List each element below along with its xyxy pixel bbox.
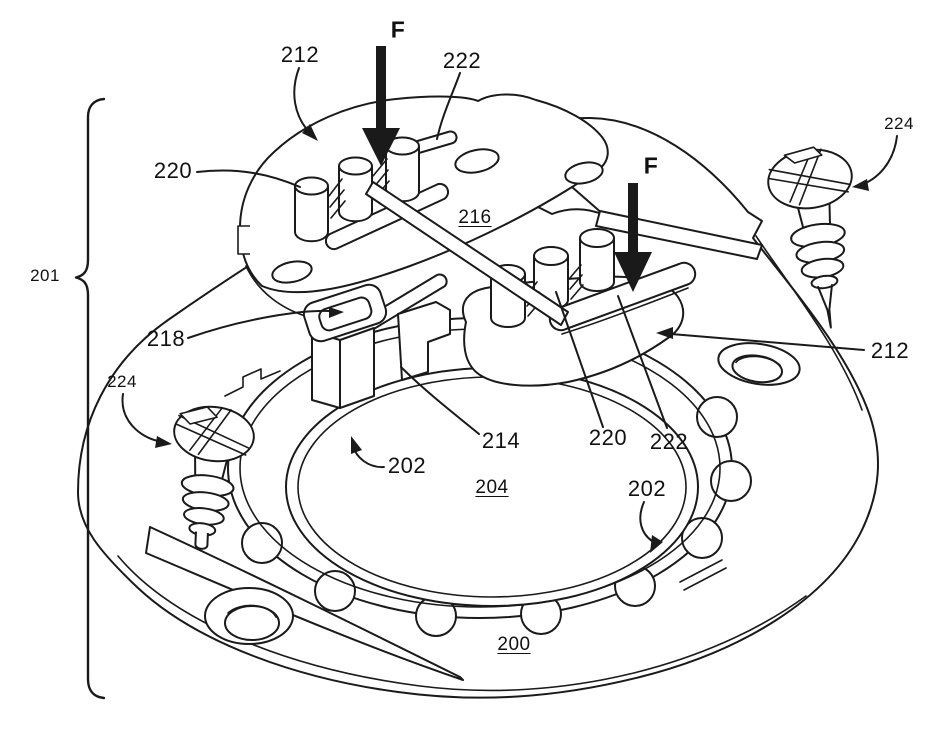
- force-arrow-right: [614, 183, 652, 292]
- rim-boss: [711, 461, 751, 501]
- leader-222-top: [437, 73, 460, 139]
- cross-rail: [366, 182, 568, 325]
- leader-220-mid: [556, 292, 603, 427]
- countersunk-hole-bottom-left: [205, 588, 293, 644]
- force-arrow-top: [362, 46, 400, 166]
- leader-212-right: [671, 334, 864, 350]
- arrowhead-202-right: [650, 535, 663, 553]
- post-left-face: [312, 332, 340, 408]
- ref-label-220-mid: 220: [588, 425, 628, 450]
- arrowhead-212-right: [656, 327, 673, 339]
- fixation-pins-top: [295, 138, 419, 242]
- screw-thread-ring: [811, 274, 838, 290]
- blade-wedge: [146, 527, 463, 680]
- post-right-face: [340, 328, 374, 408]
- ref-label-204: 204: [475, 477, 509, 498]
- ref-label-202-right: 202: [627, 476, 667, 501]
- ref-label-216: 216: [458, 207, 492, 228]
- plate-hole: [270, 258, 313, 286]
- leader-214: [401, 367, 479, 434]
- ring-bottom-thickness-line: [118, 556, 806, 690]
- ring-right-thickness-line: [756, 236, 862, 410]
- pin-ridge-lines: [329, 159, 389, 218]
- leader-220-top: [197, 170, 300, 187]
- screw-cross-slot: [174, 403, 254, 461]
- pin-top: [339, 158, 372, 175]
- pin-top: [580, 229, 614, 247]
- bone-screw-left: [160, 402, 257, 553]
- leader-222-mid: [618, 296, 667, 428]
- rim-boss: [697, 397, 737, 437]
- post-and-loop: [301, 282, 450, 408]
- screw-head-chip: [784, 146, 822, 164]
- leader-224-right: [858, 136, 897, 186]
- screw-head-chip: [179, 404, 218, 427]
- screw-cross-slot: [766, 145, 852, 208]
- force-label-top: F: [390, 16, 406, 43]
- bone-screw-right: [764, 142, 872, 333]
- ref-label-201: 201: [30, 266, 60, 285]
- ref-label-222-mid: 222: [649, 429, 689, 454]
- ref-label-202-left: 202: [387, 453, 427, 478]
- leader-lines: [123, 68, 897, 553]
- leader-224-left: [123, 394, 158, 441]
- upper-plate: [238, 94, 608, 353]
- rim-boss: [682, 518, 722, 558]
- plate-hole: [563, 159, 604, 186]
- rim-slot-lines: [680, 560, 726, 590]
- arrowhead-224-left: [155, 436, 172, 448]
- ref-label-222-top: 222: [442, 48, 482, 73]
- arrowhead-224-right: [852, 179, 869, 191]
- retention-loop: [301, 282, 389, 345]
- rim-step-notches: [225, 369, 280, 396]
- rim-boss: [242, 523, 282, 563]
- force-label-right: F: [643, 152, 659, 179]
- ref-label-214: 214: [481, 428, 521, 453]
- bracket-step: [398, 302, 450, 380]
- ref-label-212-right: 212: [870, 338, 910, 363]
- arrowhead-202-left: [351, 436, 362, 454]
- leader-202-right: [640, 502, 652, 541]
- pin: [295, 186, 328, 241]
- arrowhead-212-top: [302, 124, 318, 141]
- plate-left-tab: [238, 226, 250, 254]
- ref-label-212-top: 212: [280, 42, 320, 67]
- ref-label-220-top: 220: [153, 158, 193, 183]
- screw-tip: [194, 532, 209, 550]
- ref-label-218: 218: [146, 326, 186, 351]
- rim-boss: [315, 571, 355, 611]
- arrowhead-218: [329, 307, 344, 318]
- ref-label-200: 200: [497, 634, 531, 655]
- pin-top: [534, 247, 568, 265]
- leader-212-top: [294, 68, 310, 133]
- plate-slot: [326, 184, 448, 249]
- ref-label-224-right: 224: [884, 114, 914, 133]
- brace-201: [76, 99, 104, 698]
- countersunk-hole-right: [715, 338, 802, 390]
- plate-hole: [453, 146, 501, 177]
- screw-point: [818, 285, 838, 329]
- pin: [580, 238, 614, 291]
- leader-218: [188, 311, 330, 338]
- pin: [339, 166, 372, 221]
- ref-label-224-left: 224: [107, 372, 137, 391]
